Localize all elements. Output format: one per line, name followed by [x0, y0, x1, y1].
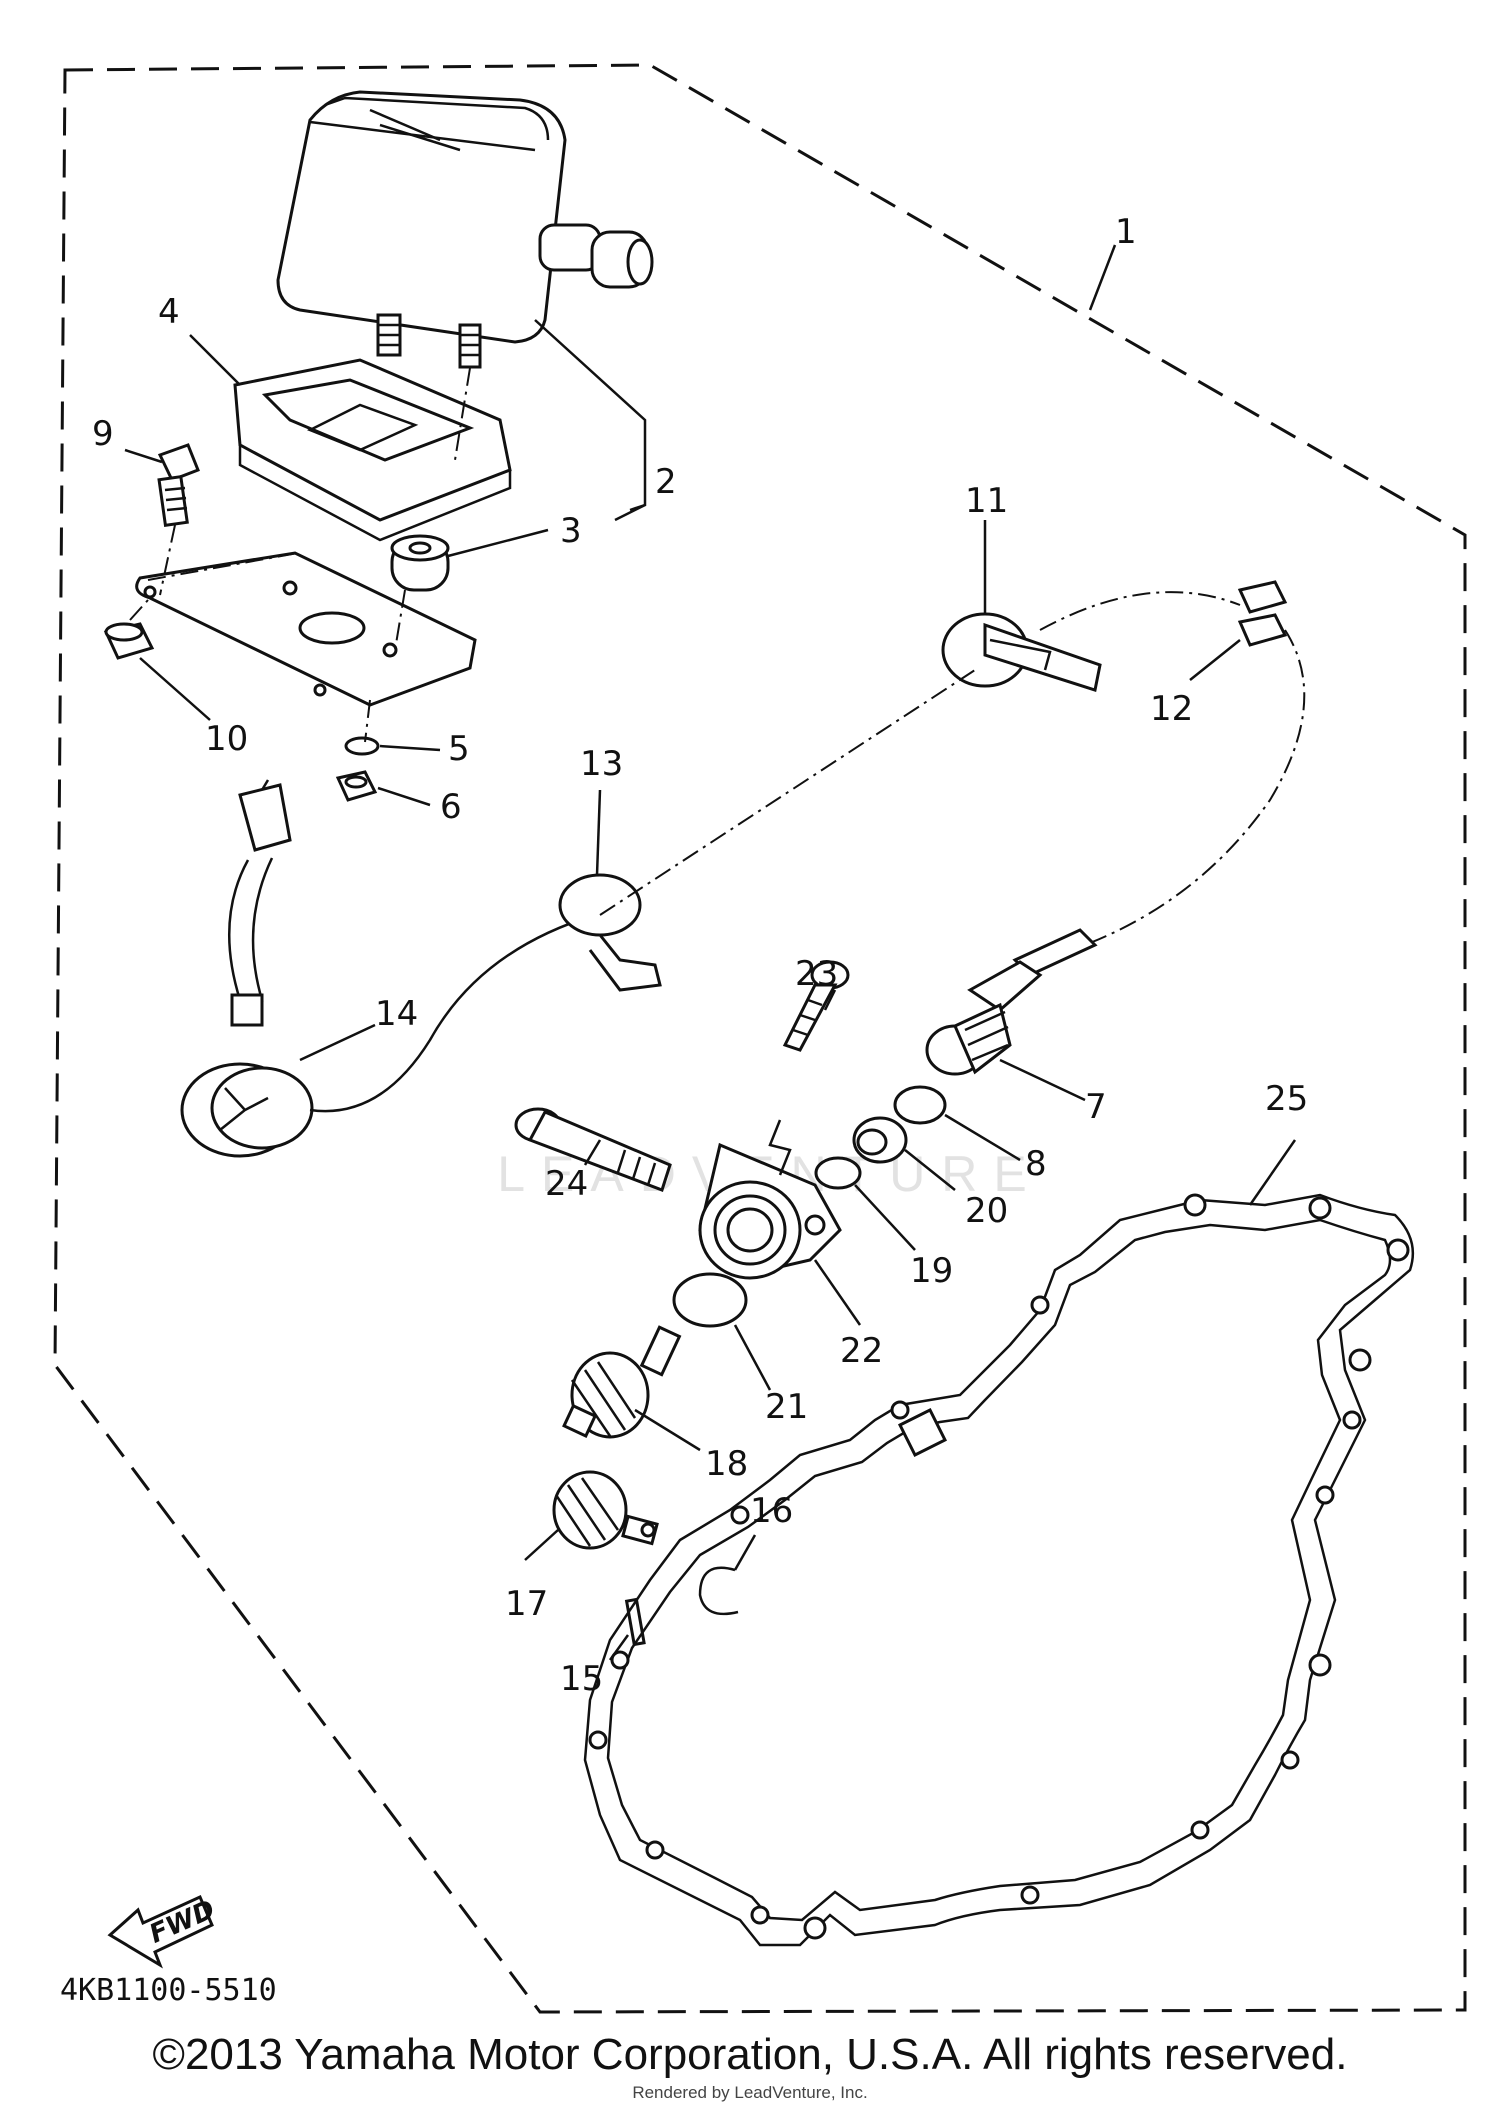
callout-23: 23: [795, 954, 838, 994]
callout-4: 4: [158, 292, 180, 332]
callout-5: 5: [448, 729, 470, 769]
pin-15: [624, 1597, 646, 1647]
routing-line: [1084, 629, 1306, 946]
clamp-13: [558, 873, 662, 992]
callout-7: 7: [1085, 1087, 1107, 1127]
routing-line: [147, 552, 299, 581]
nut-6: [335, 770, 378, 802]
callout-6: 6: [440, 787, 462, 827]
callout-17: 17: [505, 1584, 548, 1624]
callouts: 1 2 3 4 5 6 7 8 9 10 11 12 13 14 15 16 1…: [92, 212, 1308, 1699]
meter-bracket: [233, 358, 512, 542]
band-11: [941, 612, 1102, 692]
fwd-label: FWD: [145, 1895, 219, 1950]
callout-19: 19: [910, 1251, 953, 1291]
bolt-9: [157, 443, 200, 527]
callout-8: 8: [1025, 1144, 1047, 1184]
callout-13: 13: [580, 744, 623, 784]
fwd-arrow-icon: FWD: [107, 1895, 220, 1969]
holder-12: [1237, 580, 1288, 647]
gear-18: [562, 1325, 682, 1439]
o-ring-21: [672, 1272, 748, 1328]
routing-line: [159, 524, 176, 596]
bolt-23: [782, 960, 850, 1052]
callout-1: 1: [1115, 212, 1137, 252]
bolt-24: [514, 1107, 672, 1192]
circlip-16: [698, 1566, 739, 1616]
callout-10: 10: [205, 719, 248, 759]
washer-5: [344, 736, 380, 756]
callout-3: 3: [560, 511, 582, 551]
routing-line: [364, 367, 471, 743]
damper: [390, 534, 450, 592]
routing-line: [1039, 591, 1241, 631]
diagram-code: 4KB1100-5510: [60, 1973, 277, 2008]
routing-line: [129, 599, 149, 621]
o-ring-8: [893, 1085, 947, 1125]
callout-15: 15: [560, 1659, 603, 1699]
sleeve-7: [925, 928, 1098, 1076]
gasket-25: [583, 1193, 1415, 1947]
callout-18: 18: [705, 1444, 748, 1484]
callout-2: 2: [655, 462, 677, 502]
callout-12: 12: [1150, 689, 1193, 729]
callout-25: 25: [1265, 1079, 1308, 1119]
callout-9: 9: [92, 414, 114, 454]
meter-plate: [135, 551, 477, 707]
nut-10: [103, 622, 155, 660]
callout-21: 21: [765, 1387, 808, 1427]
washer-19: [814, 1156, 862, 1190]
meter-cable-14: [180, 779, 596, 1158]
copyright-notice: ©2013 Yamaha Motor Corporation, U.S.A. A…: [152, 2030, 1348, 2079]
routing-line: [599, 669, 976, 916]
gear-17: [552, 1470, 659, 1550]
callout-14: 14: [375, 994, 418, 1034]
leader-lines: [124, 244, 1297, 1661]
rendered-by-notice: Rendered by LeadVenture, Inc.: [632, 2083, 868, 2102]
meter-assembly: [276, 90, 654, 369]
callout-24: 24: [545, 1164, 588, 1204]
oil-seal-20: [852, 1116, 908, 1164]
callout-11: 11: [965, 481, 1008, 521]
assembly-border: [53, 63, 1467, 2014]
callout-16: 16: [750, 1491, 793, 1531]
gear-unit-22: [698, 1119, 842, 1280]
callout-22: 22: [840, 1331, 883, 1371]
callout-20: 20: [965, 1191, 1008, 1231]
